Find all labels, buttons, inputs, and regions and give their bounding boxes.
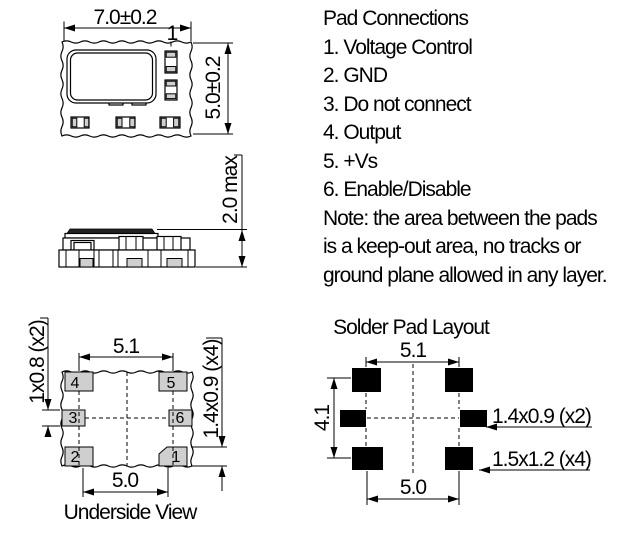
pin1-label: 1 (167, 22, 178, 45)
pad-connection-item: 6. Enable/Disable (323, 178, 471, 201)
pad-connection-item: 2. GND (323, 64, 388, 87)
pad-number-3: 3 (69, 410, 78, 427)
keepout-note-line: is a keep-out area, no tracks or (323, 235, 581, 258)
dimension-underside-top-pitch: 5.1 (78, 335, 174, 371)
pad-number-6: 6 (176, 410, 185, 427)
solder-pad-mid-left (340, 410, 366, 427)
callout-label-side-pad: 1.4x0.9 (x2) (492, 405, 591, 428)
dimension-top-height: 5.0±0.2 (193, 42, 233, 135)
dim-label-bottom-pitch: 5.0 (400, 476, 427, 499)
dim-label-corner-pad-size: 1.4x0.9 (x4) (200, 340, 223, 439)
solder-pad-layout: Solder Pad Layout 5.1 4.1 5.0 (311, 316, 592, 505)
dimension-layout-top-pitch: 5.1 (365, 339, 460, 367)
dimension-layout-vertical-pitch: 4.1 (311, 377, 351, 459)
pad-number-1: 1 (172, 449, 181, 466)
pad-connection-item: 5. +Vs (323, 150, 378, 173)
pad-band (129, 117, 136, 128)
pin1-marker: 1 (167, 22, 179, 47)
solder-pad-bottom-left (352, 447, 383, 470)
solder-pad-mid-right (460, 410, 487, 427)
pad-band (165, 93, 177, 100)
pad-band (173, 117, 180, 128)
body-detail (156, 235, 182, 251)
pad-number-5: 5 (167, 375, 176, 392)
dim-label-vertical-pitch: 4.1 (311, 405, 334, 432)
keepout-note-line: Note: the area between the pads (323, 207, 597, 230)
dimension-top-width: 7.0±0.2 (63, 6, 192, 41)
trim-pads-right (164, 50, 178, 101)
pad-number-2: 2 (71, 449, 80, 466)
pad-band (160, 117, 167, 128)
body-detail (73, 241, 92, 251)
dim-label-side-pad-size: 1x0.8 (x2) (26, 320, 49, 403)
solder-pad-top-left (352, 368, 381, 392)
metal-lid-inner (69, 52, 154, 101)
pad-connection-item: 3. Do not connect (323, 93, 472, 116)
bottom-pad (79, 258, 94, 268)
pad-band (116, 117, 123, 128)
solder-pad-top-right (445, 368, 473, 392)
dimension-side-height: 2.0 max (157, 154, 247, 268)
lid-profile (66, 228, 156, 234)
dimension-underside-bottom-pitch: 5.0 (82, 468, 169, 497)
dim-label-height: 5.0±0.2 (202, 56, 225, 119)
pad-band (165, 51, 177, 58)
dimension-side-pad-size: 1x0.8 (x2) (26, 317, 60, 437)
pad-connection-item: 4. Output (323, 121, 402, 144)
dimension-layout-bottom-pitch: 5.0 (366, 471, 460, 505)
trim-pad (159, 116, 181, 129)
solder-pad-layout-title: Solder Pad Layout (333, 316, 490, 339)
pad-number-4: 4 (71, 375, 80, 392)
side-view: 2.0 max (58, 154, 247, 268)
pad-6 (168, 409, 193, 427)
callout-corner-pad-size: 1.5x1.2 (x4) (479, 448, 592, 474)
dim-label-top-pitch: 5.1 (113, 335, 140, 358)
body-detail (118, 235, 144, 251)
dimension-corner-pad-size: 1.4x0.9 (x4) (191, 337, 227, 491)
pad-band (165, 66, 177, 73)
pad-band (83, 117, 90, 128)
pad-band (165, 80, 177, 87)
trim-pads-bottom (70, 116, 181, 129)
top-view: 7.0±0.2 1 5.0±0.2 (60, 6, 233, 138)
pad-connection-item: 1. Voltage Control (323, 36, 472, 59)
bottom-pad (166, 258, 183, 268)
bottom-pad (126, 258, 143, 268)
dim-label-bottom-pitch: 5.0 (112, 469, 139, 492)
callout-label-corner-pad: 1.5x1.2 (x4) (492, 448, 591, 471)
underside-view: 4 5 3 6 2 1 5.1 5.0 1x0.8 (x2) (26, 317, 227, 524)
lid-seal-ring (64, 232, 159, 239)
pad-connections: Pad Connections 1. Voltage Control 2. GN… (323, 7, 608, 287)
pad-connections-title: Pad Connections (323, 7, 468, 30)
dim-label-max-height: 2.0 max (219, 155, 242, 224)
underside-view-caption: Underside View (64, 501, 199, 524)
pad-band (71, 117, 78, 128)
dim-label-width: 7.0±0.2 (94, 6, 157, 29)
keepout-note-line: ground plane allowed in any layer. (323, 264, 607, 287)
dim-label-top-pitch: 5.1 (400, 339, 427, 362)
callout-side-pad-size: 1.4x0.9 (x2) (486, 405, 592, 431)
solder-pad-bottom-right (445, 447, 473, 470)
